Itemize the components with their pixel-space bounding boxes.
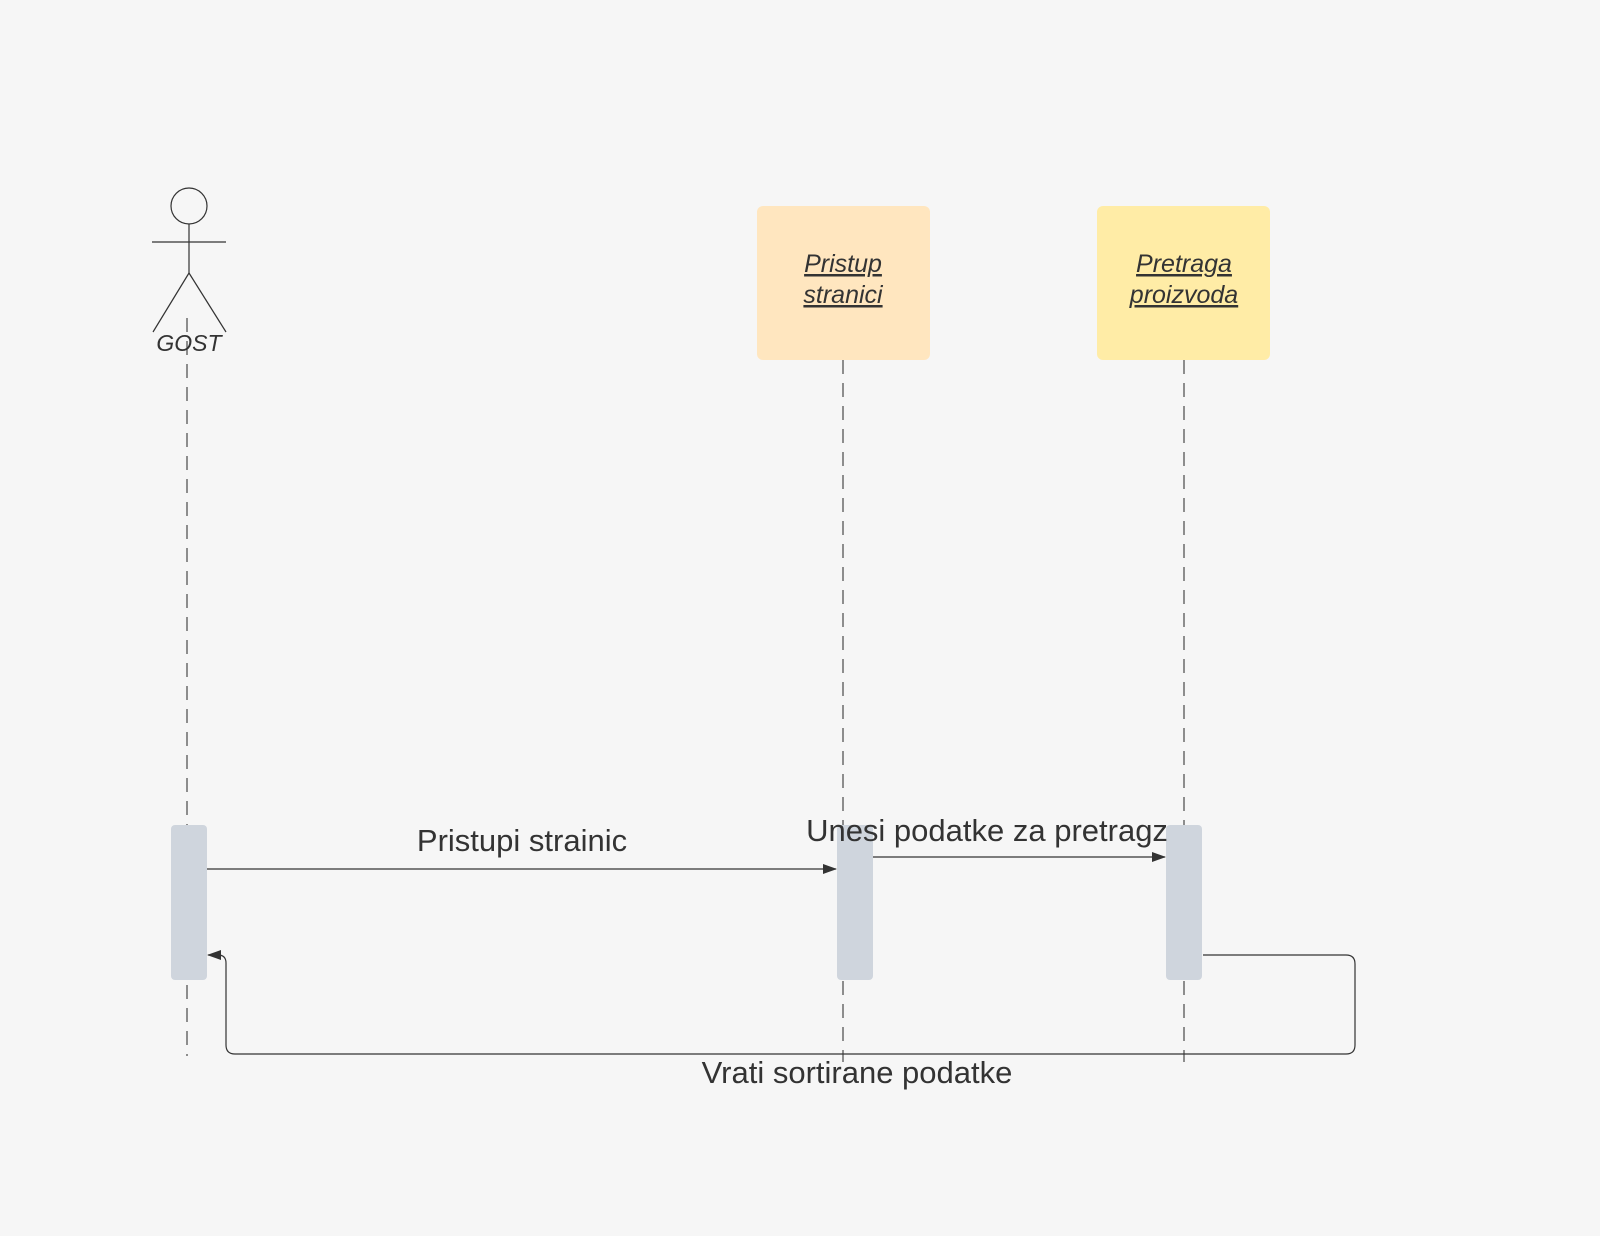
activation-bar-pristup-stranici xyxy=(837,825,873,980)
message-arrow-3[interactable] xyxy=(207,950,1356,1055)
message-label-1: Pristupi strainic xyxy=(417,823,627,858)
actor-icon[interactable] xyxy=(152,187,227,333)
message-label-2: Unesi podatke za pretragz xyxy=(806,813,1168,848)
object-label-line-2: proizvoda xyxy=(1129,281,1238,309)
actor-head xyxy=(170,187,208,225)
object-label-line-1: Pristup xyxy=(804,250,882,278)
object-pretraga-proizvoda[interactable]: Pretraga proizvoda xyxy=(1097,206,1270,360)
message-label-3: Vrati sortirane podatke xyxy=(702,1055,1013,1090)
object-label-line-2: stranici xyxy=(803,281,884,309)
object-box xyxy=(757,206,930,360)
actor-right-leg xyxy=(188,272,227,333)
object-label-line-1: Pretraga xyxy=(1136,250,1232,278)
activation-bar-pretraga-proizvoda xyxy=(1166,825,1202,980)
actor-label: GOST xyxy=(156,330,223,356)
object-box xyxy=(1097,206,1270,360)
object-pristup-stranici[interactable]: Pristup stranici xyxy=(757,206,930,360)
activation-bar-actor xyxy=(171,825,207,980)
actor-left-leg xyxy=(152,272,190,333)
